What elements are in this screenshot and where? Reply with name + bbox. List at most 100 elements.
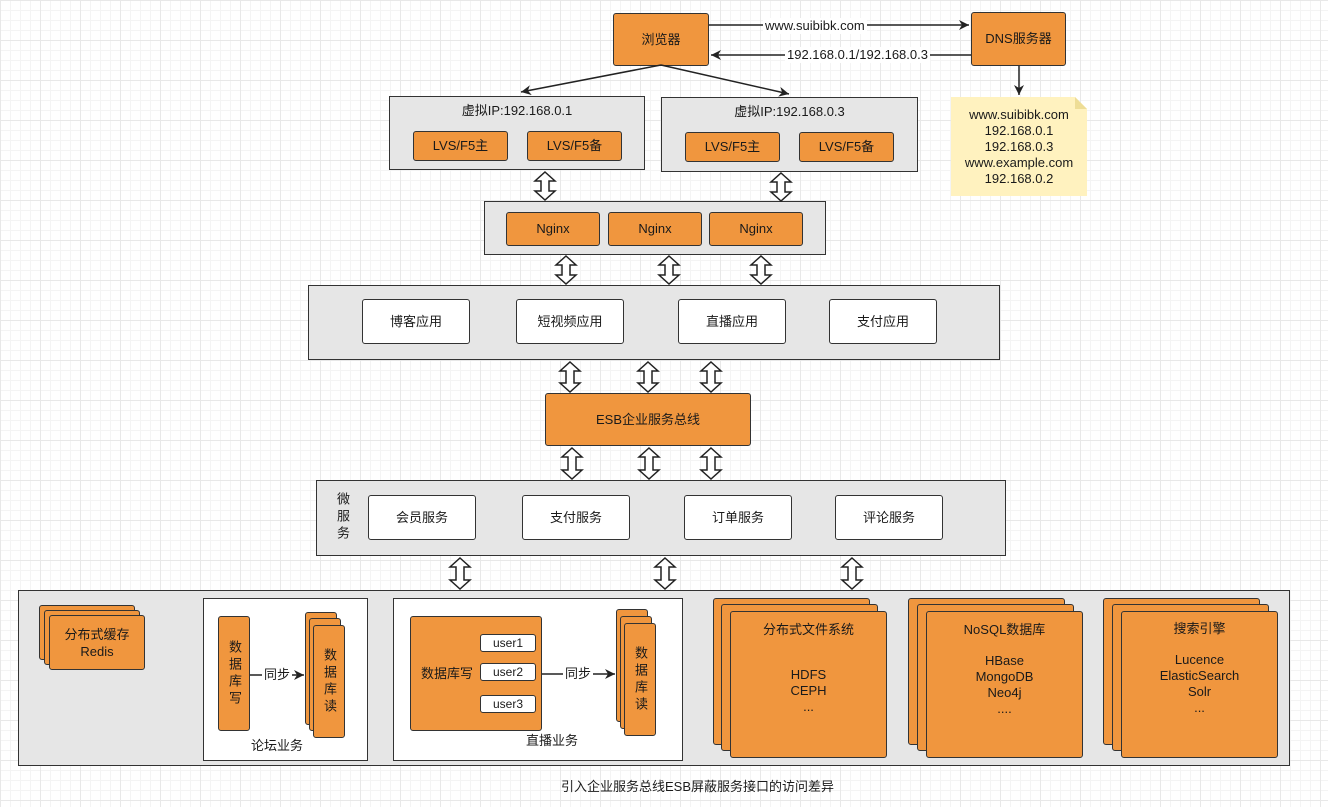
search-engine-node: 搜索引擎 Lucence ElasticSearch Solr ... [1121, 611, 1278, 758]
nosql-items: HBase MongoDB Neo4j .... [927, 653, 1082, 717]
file-system-node: 分布式文件系统 HDFS CEPH ... [730, 611, 887, 758]
microservice-layer: 微服务 会员服务 支付服务 订单服务 评论服务 [316, 480, 1006, 556]
microservice-node: 订单服务 [684, 495, 792, 540]
microservice-node: 会员服务 [368, 495, 476, 540]
dns-records-list: www.suibibk.com 192.168.0.1 192.168.0.3 … [951, 97, 1087, 196]
browser-to-vip1-arrow [520, 64, 662, 96]
esb-node: ESB企业服务总线 [545, 393, 751, 446]
microservice-label: 会员服务 [395, 509, 448, 525]
application-layer: 博客应用 短视频应用 直播应用 支付应用 [308, 285, 1000, 360]
nginx-label: Nginx [536, 221, 570, 236]
user-label: user3 [492, 697, 524, 711]
bidirectional-arrow [533, 170, 557, 202]
esb-label: ESB企业服务总线 [595, 411, 700, 427]
redis-cache-name: Redis [80, 643, 114, 659]
user-label: user2 [492, 665, 524, 679]
user-node: user3 [480, 695, 536, 713]
vip-group-1: 虚拟IP:192.168.0.1 LVS/F5主 LVS/F5备 [389, 96, 645, 170]
vip-group-title: 虚拟IP:192.168.0.1 [461, 103, 573, 118]
application-label: 支付应用 [856, 313, 909, 329]
bidirectional-arrow [699, 360, 723, 394]
nginx-label: Nginx [739, 221, 773, 236]
redis-cache-title: 分布式缓存 [64, 626, 130, 642]
lvs-primary-label: LVS/F5主 [432, 138, 489, 153]
nginx-label: Nginx [638, 221, 672, 236]
forum-business-label: 论坛业务 [250, 738, 303, 753]
microservice-node: 评论服务 [835, 495, 943, 540]
nosql-node: NoSQL数据库 HBase MongoDB Neo4j .... [926, 611, 1083, 758]
application-node: 博客应用 [362, 299, 470, 344]
forum-db-read-node: 数据库读 [313, 625, 345, 738]
live-business-group: 数据库写 user1 user2 user3 数据库读 直播业务 [393, 598, 683, 761]
nginx-layer: Nginx Nginx Nginx [484, 201, 826, 255]
application-label: 直播应用 [705, 313, 758, 329]
request-edge-label: www.suibibk.com [763, 18, 867, 34]
browser-to-vip2-arrow [660, 64, 790, 97]
browser-label: 浏览器 [641, 31, 681, 47]
dns-record-line: www.suibibk.com [969, 106, 1069, 122]
dns-server-node: DNS服务器 [971, 12, 1066, 66]
nginx-node: Nginx [506, 212, 600, 246]
note-background [951, 97, 1087, 196]
response-edge-label: 192.168.0.1/192.168.0.3 [785, 47, 930, 63]
bidirectional-arrow [558, 360, 582, 394]
data-layer: 分布式缓存 Redis 数据库写 数据库读 论坛业务 数据库写 user1 [18, 590, 1290, 766]
microservice-label: 评论服务 [862, 509, 915, 525]
dns-record-line: 192.168.0.2 [984, 170, 1054, 186]
dns-records-note: www.suibibk.com 192.168.0.1 192.168.0.3 … [951, 97, 1087, 196]
file-system-item: ... [803, 699, 814, 714]
live-db-write-node: 数据库写 user1 user2 user3 [410, 616, 542, 731]
application-node: 支付应用 [829, 299, 937, 344]
nosql-item: .... [997, 701, 1012, 716]
application-label: 短视频应用 [537, 313, 603, 329]
diagram-caption: 引入企业服务总线ESB屏蔽服务接口的访问差异 [560, 779, 834, 794]
live-db-read-node: 数据库读 [624, 623, 656, 736]
vip-group-2: 虚拟IP:192.168.0.3 LVS/F5主 LVS/F5备 [661, 97, 918, 172]
lvs-backup-node: LVS/F5备 [799, 132, 894, 162]
microservice-layer-label: 微服务 [335, 492, 350, 543]
user-label: user1 [492, 636, 524, 650]
dns-record-line: www.example.com [964, 154, 1074, 170]
search-engine-item: ElasticSearch [1159, 668, 1240, 683]
nginx-node: Nginx [709, 212, 803, 246]
forum-db-write-node: 数据库写 [218, 616, 250, 731]
nosql-item: Neo4j [987, 685, 1022, 700]
dns-record-line: 192.168.0.3 [984, 138, 1054, 154]
bidirectional-arrow [554, 254, 578, 286]
file-system-items: HDFS CEPH ... [731, 667, 886, 715]
file-system-item: HDFS [790, 667, 827, 682]
browser-node: 浏览器 [613, 13, 709, 66]
live-db-write-label: 数据库写 [420, 666, 473, 681]
forum-sync-label: 同步 [262, 667, 293, 683]
file-system-title: 分布式文件系统 [762, 622, 854, 637]
nosql-title: NoSQL数据库 [963, 622, 1046, 637]
bidirectional-arrow [653, 556, 677, 591]
application-node: 短视频应用 [516, 299, 624, 344]
redis-cache-node: 分布式缓存 Redis [49, 615, 145, 670]
vip-group-title: 虚拟IP:192.168.0.3 [734, 104, 845, 119]
live-sync-label: 同步 [563, 666, 594, 682]
user-node: user1 [480, 634, 536, 652]
lvs-backup-label: LVS/F5备 [818, 139, 875, 154]
bidirectional-arrow [637, 446, 661, 481]
lvs-backup-label: LVS/F5备 [546, 138, 603, 153]
microservice-node: 支付服务 [522, 495, 630, 540]
bidirectional-arrow [749, 254, 773, 286]
search-engine-item: ... [1194, 700, 1205, 715]
live-db-read-label: 数据库读 [633, 645, 648, 714]
user-node: user2 [480, 663, 536, 681]
live-business-label: 直播业务 [525, 733, 578, 748]
bidirectional-arrow [560, 446, 584, 481]
bidirectional-arrow [448, 556, 472, 591]
forum-db-write-label: 数据库写 [227, 639, 242, 708]
nosql-item: MongoDB [975, 669, 1034, 684]
application-node: 直播应用 [678, 299, 786, 344]
nginx-node: Nginx [608, 212, 702, 246]
lvs-primary-node: LVS/F5主 [413, 131, 508, 161]
search-engine-title: 搜索引擎 [1173, 621, 1226, 636]
bidirectional-arrow [840, 556, 864, 591]
lvs-backup-node: LVS/F5备 [527, 131, 622, 161]
lvs-primary-node: LVS/F5主 [685, 132, 780, 162]
bidirectional-arrow [636, 360, 660, 394]
